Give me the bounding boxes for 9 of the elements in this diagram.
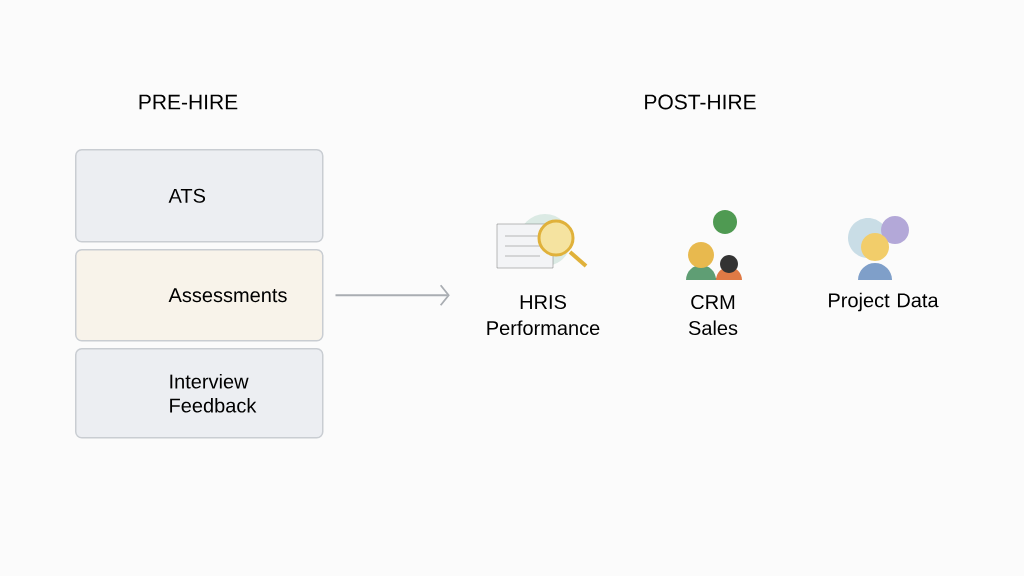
category-label: HRIS Performance: [487, 294, 600, 336]
arrow: [334, 284, 450, 307]
section-heading: POST-HIRE: [645, 94, 756, 110]
category-label: CRM Sales: [688, 294, 738, 336]
list-box: ATS: [75, 149, 324, 243]
list-box: Interview Feedback: [75, 348, 324, 439]
list-box: Assessments: [75, 249, 324, 342]
section-heading: PRE-HIRE: [139, 94, 238, 110]
category-label: Project Data: [829, 292, 939, 312]
